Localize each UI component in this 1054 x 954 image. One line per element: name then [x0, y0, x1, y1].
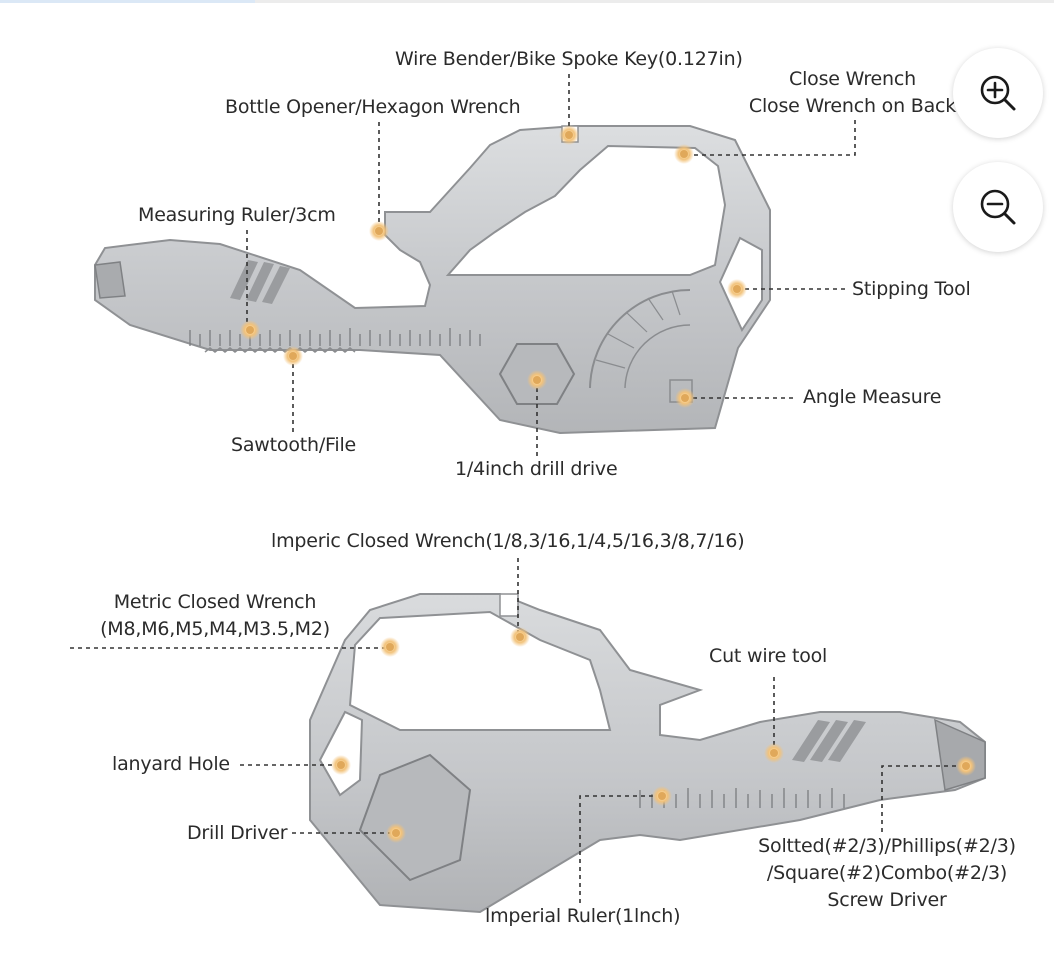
- marker-dot-measuring-ruler: [240, 320, 260, 340]
- top-grip-ridges: [230, 260, 290, 304]
- bottom-lanyard-window: [318, 710, 364, 797]
- bottom-ruler-ticks: [639, 788, 845, 808]
- leader-lines: [70, 74, 965, 903]
- top-keytool: [94, 125, 771, 435]
- top-divider: [0, 0, 1054, 3]
- label-metric-wrench-line2: (M8,M6,M5,M4,M3.5,M2): [100, 618, 330, 640]
- bottom-grip-ridges: [792, 720, 866, 762]
- zoom-out-button[interactable]: [953, 162, 1043, 252]
- marker-dot-screw-driver: [956, 756, 976, 776]
- top-tool-body: [94, 125, 771, 435]
- zoom-in-button[interactable]: [953, 48, 1043, 138]
- label-screw-driver-line2: /Square(#2)Combo(#2/3): [766, 862, 1008, 884]
- marker-dots: [240, 125, 976, 843]
- label-lanyard-hole: lanyard Hole: [112, 753, 230, 775]
- label-stripping-tool: Stipping Tool: [852, 278, 971, 300]
- marker-dot-imperial-ruler: [652, 786, 672, 806]
- marker-dot-drill-drive: [527, 370, 547, 390]
- marker-dot-wire-bender: [559, 125, 579, 145]
- label-wire-bender: Wire Bender/Bike Spoke Key(0.127in): [395, 48, 743, 70]
- bottom-wrench-slot: [499, 593, 519, 617]
- marker-dot-imperial-wrench: [510, 627, 530, 647]
- bottom-keytool: [309, 593, 986, 914]
- marker-dot-sawtooth: [283, 346, 303, 366]
- marker-dot-drill-driver: [386, 823, 406, 843]
- label-close-wrench-line1: Close Wrench: [789, 68, 916, 90]
- top-angle-ticks: [595, 290, 681, 369]
- marker-dot-stripping-tool: [727, 279, 747, 299]
- zoom-out-icon: [980, 189, 1016, 225]
- top-screwdriver-end: [94, 261, 126, 299]
- label-metric-wrench-line1: Metric Closed Wrench: [113, 591, 317, 613]
- zoom-in-icon: [980, 75, 1016, 111]
- top-angle-arc: [589, 289, 691, 389]
- marker-dot-cut-wire: [764, 743, 784, 763]
- bottom-hex-socket: [358, 753, 472, 882]
- marker-dot-angle-measure: [675, 388, 695, 408]
- top-tab-indicator: [0, 0, 255, 3]
- top-angle-arc-inner: [624, 324, 691, 389]
- top-ruler-ticks: [189, 328, 481, 346]
- label-drill-driver: Drill Driver: [187, 822, 288, 844]
- label-measuring-ruler: Measuring Ruler/3cm: [138, 204, 336, 226]
- label-bottle-opener: Bottle Opener/Hexagon Wrench: [225, 96, 521, 118]
- label-screw-driver-line1: Soltted(#2/3)/Phillips(#2/3): [758, 835, 1016, 857]
- label-screw-driver-line3: Screw Driver: [827, 889, 947, 911]
- marker-dot-bottle-opener: [369, 221, 389, 241]
- label-imperial-wrench: lmperic Closed Wrench(1/8,3/16,1/4,5/16,…: [271, 530, 745, 552]
- label-sawtooth: Sawtooth/File: [231, 434, 357, 456]
- label-close-wrench-line2: Close Wrench on Back: [748, 95, 957, 117]
- marker-dot-metric-wrench: [380, 637, 400, 657]
- label-angle-measure: Angle Measure: [803, 386, 942, 408]
- marker-dot-close-wrench: [674, 144, 694, 164]
- marker-dot-lanyard-hole: [331, 755, 351, 775]
- top-sawtooth-edge: [204, 347, 356, 353]
- label-imperial-ruler: lmperial Ruler(1lnch): [485, 905, 681, 927]
- label-drill-drive: 1/4inch drill drive: [455, 458, 618, 480]
- label-cut-wire: Cut wire tool: [709, 645, 828, 667]
